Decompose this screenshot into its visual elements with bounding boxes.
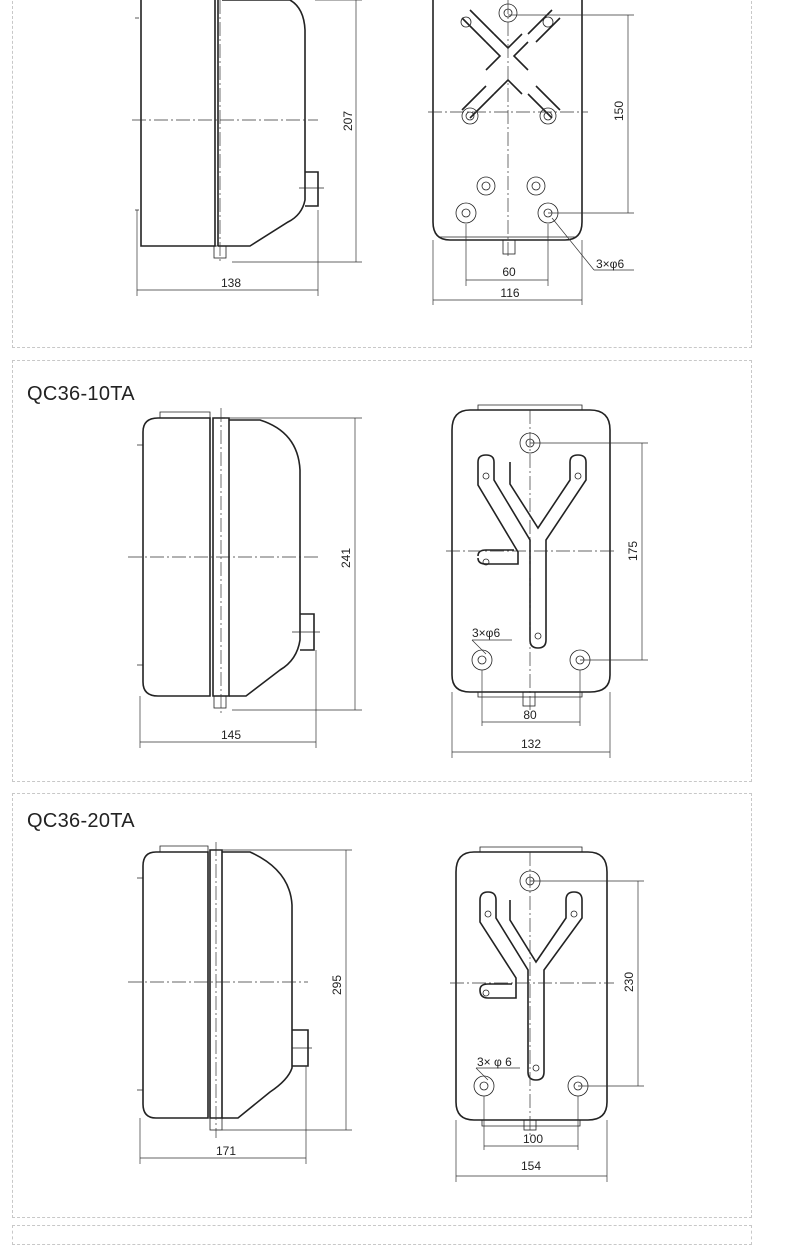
- dim-label-front-vertical-1: 150: [612, 101, 626, 121]
- dim-front-vertical-1: 150: [508, 14, 634, 214]
- model-title: QC36-20TA: [27, 810, 135, 832]
- dim-label-side-height-1: 207: [341, 111, 355, 131]
- holes-note-1: 3×φ6: [551, 217, 634, 271]
- model-title: QC36-10TA: [27, 383, 135, 405]
- holes-label-1: 3×φ6: [596, 257, 624, 271]
- drawing-panel-qc36-20ta: QC36-20TA: [12, 793, 752, 1218]
- dim-label-front-hole-spacing-1: 60: [502, 265, 516, 279]
- front-view-1: [428, 0, 588, 258]
- dim-label-front-width-1: 116: [500, 286, 519, 300]
- side-view-1: [132, 0, 324, 262]
- drawing-panel-qc36-10ta: QC36-10TA: [12, 360, 752, 782]
- drawing-panel-1-svg: 207 138 150 3×φ6: [132, 0, 634, 305]
- drawing-panel-1: [12, 0, 752, 348]
- dim-front-hole-spacing-1: 60: [465, 224, 549, 286]
- dim-side-height-1: 207: [232, 0, 362, 263]
- dim-side-width-1: 138: [136, 210, 319, 296]
- dim-label-side-width-1: 138: [221, 276, 241, 290]
- drawing-panel-4: [12, 1225, 752, 1245]
- dim-front-width-1: 116: [432, 240, 583, 305]
